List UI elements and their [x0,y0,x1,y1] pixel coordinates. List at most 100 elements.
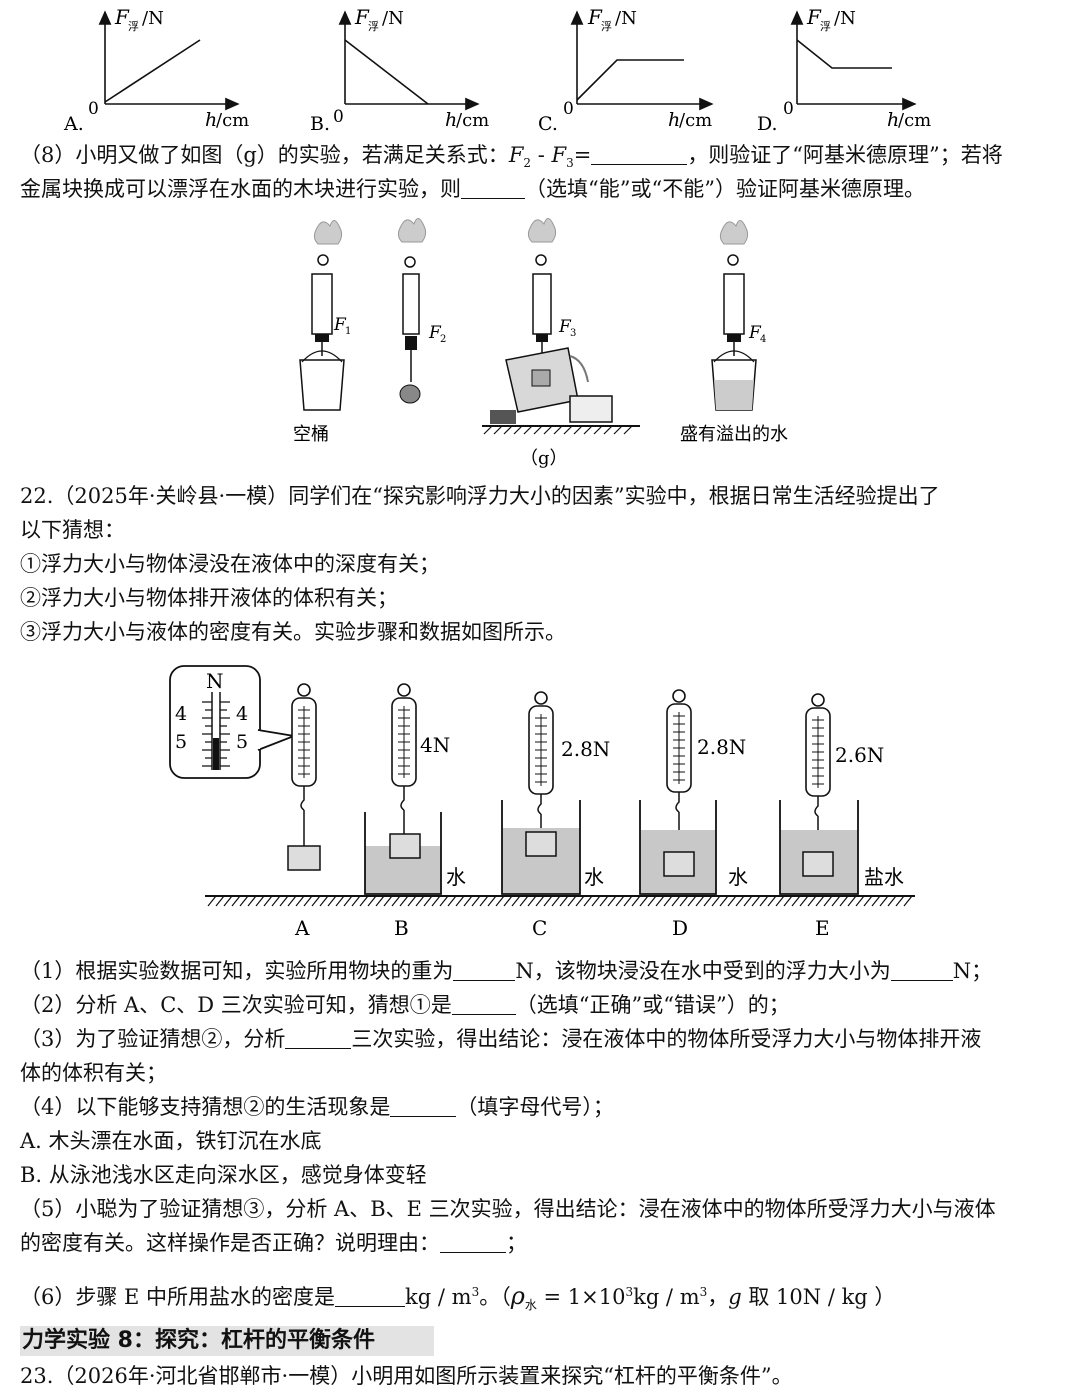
q22-sub-3-cont: 体的体积有关； [20,1061,167,1085]
graph-a: F 浮 /N 0 h /cm A. [63,5,249,135]
q6-blank[interactable] [335,1282,406,1307]
q22-line-2: 以下猜想： [20,518,125,542]
svg-text:5: 5 [236,731,248,753]
svg-text:h: h [445,109,457,131]
svg-text:B.: B. [310,113,330,135]
svg-text:（g）: （g） [520,448,568,469]
svg-text:/N: /N [382,8,404,29]
q8-answer-blank-1[interactable] [591,140,688,165]
graph-b: F 浮 /N 0 h /cm B. [310,5,489,135]
svg-text:A.: A. [63,113,84,135]
figure-buoyancy-experiment: N 4 4 5 5 A 4N 水 B [169,665,915,940]
scale-zoom-callout: N 4 4 5 5 [169,665,298,779]
svg-text:/N: /N [615,8,637,29]
svg-text:5: 5 [175,731,187,753]
svg-text:2.8N: 2.8N [697,735,746,759]
svg-text:水: 水 [446,865,466,889]
svg-text:空桶: 空桶 [293,424,329,445]
svg-text:/cm: /cm [898,110,931,131]
q8-answer-blank-2[interactable] [461,174,525,199]
q22-hypothesis-1: ①浮力大小与物体浸没在液体中的深度有关； [20,552,440,576]
svg-text:0: 0 [563,99,574,119]
svg-text:浮: 浮 [368,20,379,33]
svg-text:/N: /N [834,8,856,29]
svg-text:E: E [815,916,830,940]
svg-text:0: 0 [88,99,99,119]
svg-text:水: 水 [728,865,748,889]
svg-text:盐水: 盐水 [864,865,904,889]
svg-text:C.: C. [538,113,558,135]
svg-text:盛有溢出的水: 盛有溢出的水 [680,424,788,445]
svg-text:/cm: /cm [679,110,712,131]
svg-text:/cm: /cm [216,110,249,131]
svg-text:2.8N: 2.8N [561,737,610,761]
graph-c-curve [576,59,684,101]
experiment-e: 2.6N 盐水 E [779,693,904,940]
q22-line-1: 22.（2025年·关岭县·一模）同学们在“探究影响浮力大小的因素”实验中，根据… [20,484,940,508]
svg-text:B: B [394,916,409,940]
svg-text:浮: 浮 [128,20,139,33]
svg-text:0: 0 [333,107,344,127]
spring-scale-f1: F 1 空桶 [293,220,351,445]
q8-line-2: 金属块换成可以漂浮在水面的木块进行实验，则（选填“能”或“不能”）验证阿基米德原… [20,173,925,205]
q22-hypothesis-3: ③浮力大小与液体的密度有关。实验步骤和数据如图所示。 [20,620,566,644]
svg-text:浮: 浮 [601,20,612,33]
q8-line-1: （8）小明又做了如图（g）的实验，若满足关系式：F2 - F3=，则验证了“阿基… [20,139,1003,179]
svg-text:/N: /N [142,8,164,29]
svg-text:F: F [333,315,347,335]
experiment-c: 2.8N 水 C [501,691,610,940]
q4-blank[interactable] [390,1092,457,1117]
ground [205,895,915,907]
q22-sub-4: （4）以下能够支持猜想②的生活现象是（填字母代号）； [20,1091,614,1123]
svg-text:2.6N: 2.6N [835,743,884,767]
svg-text:/cm: /cm [456,110,489,131]
experiment-d: 2.8N 水 D [639,689,748,940]
svg-text:F: F [587,5,603,29]
svg-text:4N: 4N [420,733,450,757]
q22-sub-5-cont: 的密度有关。这样操作是否正确？说明理由：； [20,1227,527,1259]
svg-text:浮: 浮 [820,20,831,33]
svg-text:2: 2 [440,334,446,345]
q22-option-b: B. 从泳池浅水区走向深水区，感觉身体变轻 [20,1163,427,1187]
svg-text:4: 4 [760,334,766,345]
spring-scale-f4: F 4 盛有溢出的水 [680,220,788,445]
q1-blank-buoyancy[interactable] [890,956,953,981]
q22-sub-5: （5）小聪为了验证猜想③，分析 A、B、E 三次实验，得出结论：浸在液体中的物体… [20,1197,996,1221]
svg-text:h: h [205,109,217,131]
figure-g: F 1 空桶 F 2 F 3 （g） [293,218,788,469]
q3-blank[interactable] [285,1024,352,1049]
svg-text:A: A [294,916,310,940]
spring-scale-f3: F 3 （g） [482,218,640,469]
svg-text:F: F [428,323,442,343]
experiment-a: A [287,683,321,940]
svg-text:F: F [114,5,130,29]
q22-sub-3: （3）为了验证猜想②，分析三次实验，得出结论：浸在液体中的物体所受浮力大小与物体… [20,1023,981,1055]
graph-d: F 浮 /N 0 h /cm D. [757,5,931,135]
q22-sub-2: （2）分析 A、C、D 三次实验可知，猜想①是（选填“正确”或“错误”）的； [20,989,790,1021]
svg-text:4: 4 [236,703,248,725]
q23-line-1: 23.（2026年·河北省邯郸市·一模）小明用如图所示装置来探究“杠杆的平衡条件… [20,1364,793,1388]
graph-a-curve [104,39,201,103]
svg-text:3: 3 [570,328,576,339]
experiment-b: 4N 水 B [364,683,466,940]
q22-option-a: A. 木头漂在水面，铁钉沉在水底 [20,1129,322,1153]
graph-c: F 浮 /N 0 h /cm C. [538,5,714,135]
svg-text:F: F [748,323,762,343]
svg-text:4: 4 [175,703,187,725]
svg-text:0: 0 [783,99,794,119]
svg-text:F: F [354,5,370,29]
svg-text:D: D [672,916,688,940]
q5-blank[interactable] [440,1228,506,1253]
q1-blank-weight[interactable] [453,956,516,981]
svg-text:C: C [532,916,547,940]
svg-text:h: h [668,109,680,131]
svg-text:F: F [558,317,572,337]
q2-blank[interactable] [451,990,516,1015]
svg-text:D.: D. [757,113,778,135]
spring-scale-f2: F 2 [397,218,446,404]
q22-hypothesis-2: ②浮力大小与物体排开液体的体积有关； [20,586,398,610]
graph-b-curve [344,39,429,105]
svg-text:水: 水 [584,865,604,889]
